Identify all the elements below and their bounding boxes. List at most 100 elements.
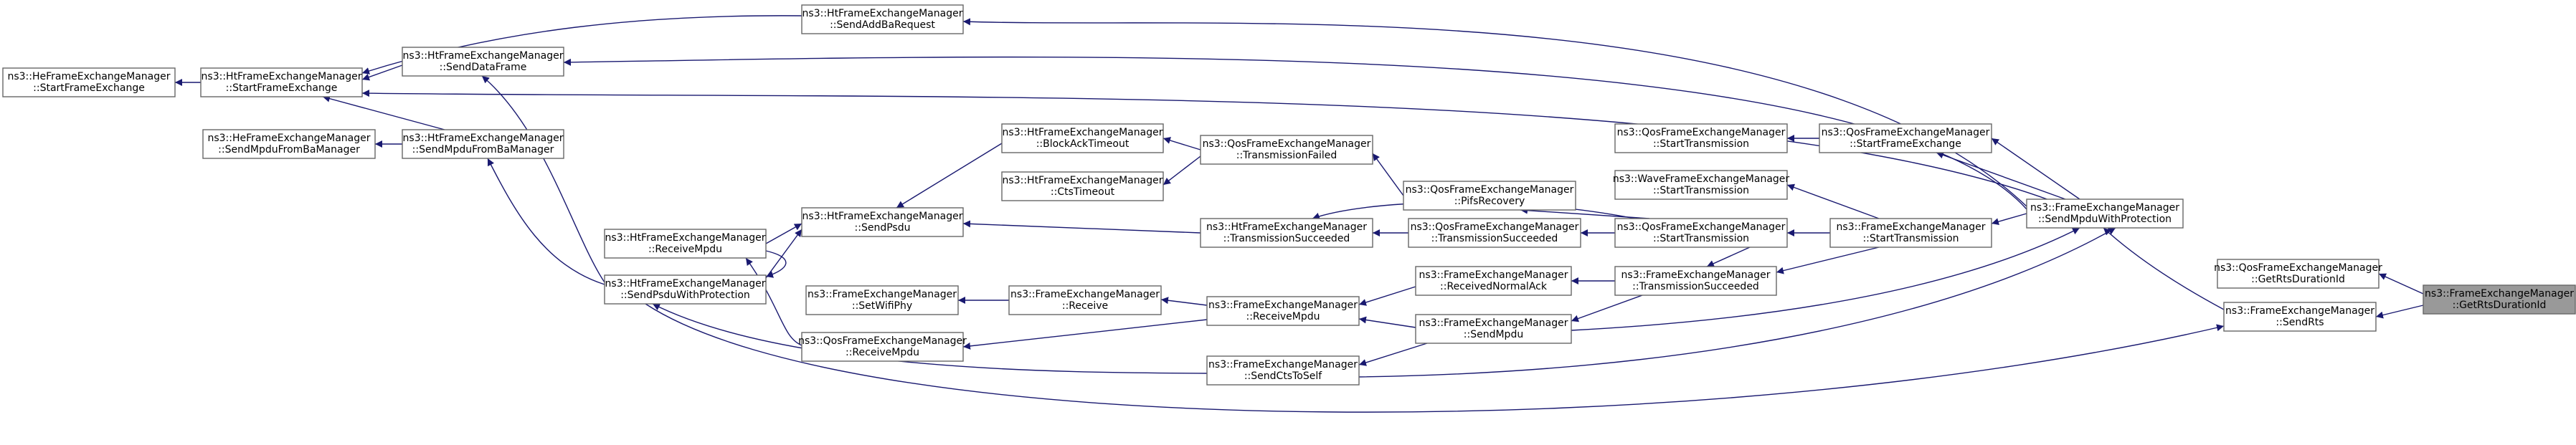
edge-fem_starttx-to-smwp xyxy=(1991,213,2027,226)
node-fem_sendmpdu[interactable]: ns3::FrameExchangeManager::SendMpdu xyxy=(1415,314,1572,344)
node-method-label: ::SendAddBaRequest xyxy=(830,19,935,31)
node-box xyxy=(2217,259,2380,289)
node-ht_senddata[interactable]: ns3::HtFrameExchangeManager::SendDataFra… xyxy=(402,47,564,77)
node-fem_setphy[interactable]: ns3::FrameExchangeManager::SetWifiPhy xyxy=(805,285,959,315)
node-fem_recvmpdu[interactable]: ns3::FrameExchangeManager::ReceiveMpdu xyxy=(1206,296,1360,326)
node-box xyxy=(202,129,376,159)
edge-ht_blockack-to-qos_txfailed xyxy=(1162,137,1201,150)
node-box xyxy=(1415,314,1572,344)
node-qos_getrts[interactable]: ns3::QosFrameExchangeManager::GetRtsDura… xyxy=(2214,259,2382,289)
node-class-label: ns3::QosFrameExchangeManager xyxy=(1406,184,1574,196)
node-target[interactable]: ns3::FrameExchangeManager::GetRtsDuratio… xyxy=(2423,284,2576,315)
node-class-label: ns3::FrameExchangeManager xyxy=(1419,317,1568,329)
node-method-label: ::StartFrameExchange xyxy=(226,82,338,94)
node-he_smfbm[interactable]: ns3::HeFrameExchangeManager::SendMpduFro… xyxy=(202,129,376,159)
node-sendrts[interactable]: ns3::FrameExchangeManager::SendRts xyxy=(2223,302,2377,332)
node-method-label: ::SendDataFrame xyxy=(440,62,527,73)
node-box xyxy=(2423,284,2576,315)
node-method-label: ::StartTransmission xyxy=(1653,138,1749,150)
node-ht_recvmpdu[interactable]: ns3::HtFrameExchangeManager::ReceiveMpdu xyxy=(604,229,767,259)
node-box xyxy=(1415,266,1572,296)
edge-ht_sendpsdu-to-ht_blockack xyxy=(896,143,1003,209)
node-fem_receive[interactable]: ns3::FrameExchangeManager::Receive xyxy=(1008,285,1162,315)
node-class-label: ns3::QosFrameExchangeManager xyxy=(2214,262,2382,274)
edge-ht_sfe-to-ht_smfbm xyxy=(322,95,445,130)
edge-fem_recvmpdu-to-fem_recvack xyxy=(1358,286,1416,306)
node-ht_blockack[interactable]: ns3::HtFrameExchangeManager::BlockAckTim… xyxy=(1001,123,1164,153)
node-class-label: ns3::FrameExchangeManager xyxy=(1621,269,1771,281)
node-fem_starttx[interactable]: ns3::FrameExchangeManager::StartTransmis… xyxy=(1829,218,1992,248)
node-method-label: ::StartTransmission xyxy=(1653,233,1749,244)
node-ht_ctstimeout[interactable]: ns3::HtFrameExchangeManager::CtsTimeout xyxy=(1001,171,1164,201)
node-fem_txsucc[interactable]: ns3::FrameExchangeManager::TransmissionS… xyxy=(1614,266,1777,296)
node-qos_sfe[interactable]: ns3::QosFrameExchangeManager::StartFrame… xyxy=(1819,123,1992,153)
node-method-label: ::Receive xyxy=(1062,300,1108,312)
edge-ht_senddata-to-ht_spwp xyxy=(481,75,605,283)
node-class-label: ns3::FrameExchangeManager xyxy=(1419,269,1568,281)
node-method-label: ::StartFrameExchange xyxy=(33,82,145,94)
node-ht_sfe[interactable]: ns3::HtFrameExchangeManager::StartFrameE… xyxy=(200,67,363,97)
node-ht_smfbm[interactable]: ns3::HtFrameExchangeManager::SendMpduFro… xyxy=(402,129,564,159)
edge-fem_receive-to-fem_recvmpdu xyxy=(1160,297,1208,306)
node-he_sfe[interactable]: ns3::HeFrameExchangeManager::StartFrameE… xyxy=(2,67,176,97)
node-ht_sendpsdu[interactable]: ns3::HtFrameExchangeManager::SendPsdu xyxy=(801,207,964,237)
node-method-label: ::CtsTimeout xyxy=(1051,186,1115,198)
edge-qos_sfe-to-smwp xyxy=(1936,151,2066,200)
edge-qos_sfe-to-smwp xyxy=(1991,138,2080,200)
node-method-label: ::SendCtsToSelf xyxy=(1244,370,1322,382)
node-box xyxy=(200,67,363,97)
node-box xyxy=(1206,355,1360,386)
node-class-label: ns3::HtFrameExchangeManager xyxy=(605,232,766,244)
node-class-label: ns3::HtFrameExchangeManager xyxy=(403,50,564,62)
node-method-label: ::SendPsduWithProtection xyxy=(620,290,750,301)
node-class-label: ns3::FrameExchangeManager xyxy=(1208,359,1358,370)
node-fem_recvack[interactable]: ns3::FrameExchangeManager::ReceivedNorma… xyxy=(1415,266,1572,296)
node-qos_txfailed[interactable]: ns3::QosFrameExchangeManager::Transmissi… xyxy=(1200,135,1373,165)
edge-qos_txfailed-to-qos_pifs xyxy=(1372,153,1404,196)
node-box xyxy=(1408,218,1581,248)
edge-fem_txsucc-to-fem_starttx xyxy=(1776,247,1880,274)
node-box xyxy=(801,4,964,34)
edge-ht_sfe-to-smwp xyxy=(361,90,2052,201)
node-box xyxy=(805,285,959,315)
edge-ht_smfbm-to-ht_spwp xyxy=(487,158,605,285)
node-box xyxy=(1200,218,1373,248)
node-class-label: ns3::FrameExchangeManager xyxy=(1837,221,1986,233)
node-class-label: ns3::FrameExchangeManager xyxy=(1010,289,1160,300)
node-wave_starttx[interactable]: ns3::WaveFrameExchangeManager::StartTran… xyxy=(1613,170,1790,200)
node-method-label: ::SendRts xyxy=(2276,317,2324,328)
node-qos_starttx1[interactable]: ns3::QosFrameExchangeManager::StartTrans… xyxy=(1614,218,1788,248)
node-class-label: ns3::HeFrameExchangeManager xyxy=(7,71,170,82)
node-class-label: ns3::QosFrameExchangeManager xyxy=(1203,138,1371,150)
edge-sendrts-to-ht_spwp xyxy=(645,303,2225,413)
edge-ht_senddata-to-smwp xyxy=(563,56,2027,210)
node-method-label: ::SendPsdu xyxy=(855,222,911,234)
node-method-label: ::PifsRecovery xyxy=(1454,196,1525,207)
node-class-label: ns3::FrameExchangeManager xyxy=(2030,202,2179,214)
node-class-label: ns3::FrameExchangeManager xyxy=(808,289,957,300)
node-class-label: ns3::HtFrameExchangeManager xyxy=(1003,127,1163,138)
node-smwp[interactable]: ns3::FrameExchangeManager::SendMpduWithP… xyxy=(2026,198,2184,229)
node-method-label: ::GetRtsDurationId xyxy=(2251,274,2345,285)
node-qos_pifs[interactable]: ns3::QosFrameExchangeManager::PifsRecove… xyxy=(1403,181,1576,211)
node-ht_txsucc[interactable]: ns3::HtFrameExchangeManager::Transmissio… xyxy=(1200,218,1373,248)
node-method-label: ::ReceiveMpdu xyxy=(846,347,919,358)
node-box xyxy=(1614,170,1788,200)
edge-wave_starttx-to-fem_starttx xyxy=(1786,183,1880,219)
node-class-label: ns3::HtFrameExchangeManager xyxy=(605,278,766,290)
node-fem_sendcts[interactable]: ns3::FrameExchangeManager::SendCtsToSelf xyxy=(1206,355,1360,386)
node-method-label: ::GetRtsDurationId xyxy=(2453,300,2547,311)
node-ht_spwp[interactable]: ns3::HtFrameExchangeManager::SendPsduWit… xyxy=(604,274,767,305)
node-qos_starttx2[interactable]: ns3::QosFrameExchangeManager::StartTrans… xyxy=(1614,123,1788,153)
node-method-label: ::ReceivedNormalAck xyxy=(1440,281,1548,292)
node-qos_txsucc[interactable]: ns3::QosFrameExchangeManager::Transmissi… xyxy=(1408,218,1581,248)
node-class-label: ns3::HtFrameExchangeManager xyxy=(403,133,564,144)
node-method-label: ::TransmissionSucceeded xyxy=(1632,281,1759,292)
node-ht_sendaddba[interactable]: ns3::HtFrameExchangeManager::SendAddBaRe… xyxy=(801,4,964,34)
node-qos_recvmpdu[interactable]: ns3::QosFrameExchangeManager::ReceiveMpd… xyxy=(798,332,967,362)
edge-fem_sendcts-to-fem_sendmpdu xyxy=(1358,343,1428,366)
edge-fem_sendmpdu-to-fem_txsucc xyxy=(1571,295,1643,322)
edge-smwp-to-fem_sendcts xyxy=(1358,227,2116,378)
node-method-label: ::SetWifiPhy xyxy=(852,300,912,312)
